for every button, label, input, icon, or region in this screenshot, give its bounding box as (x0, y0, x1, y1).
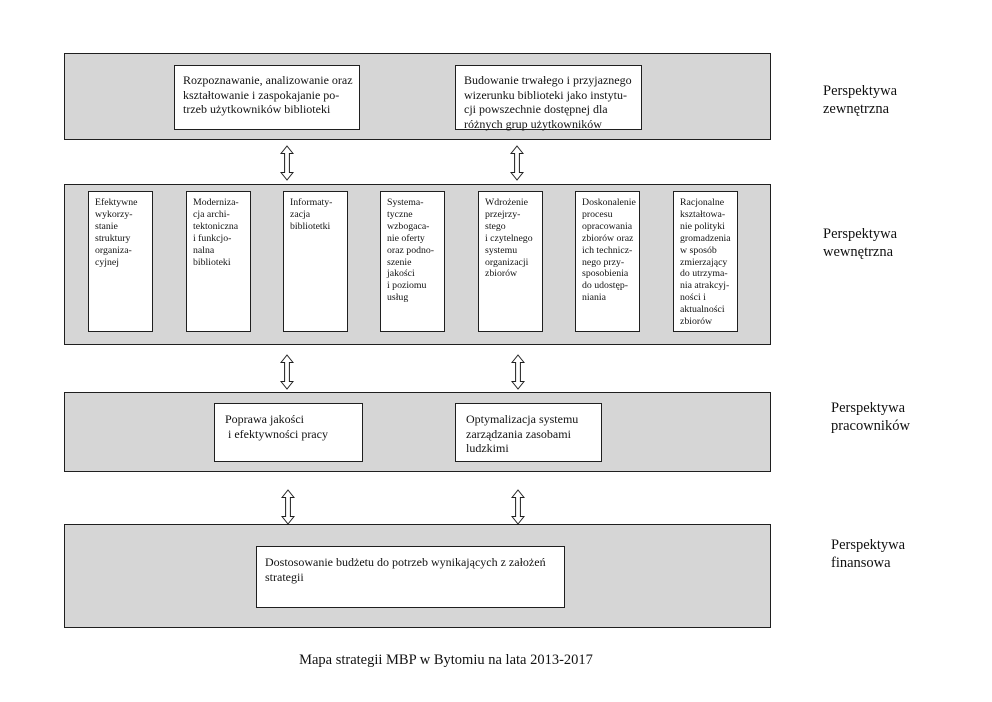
objective-box-internal-2: Moderniza- cja archi- tektoniczna i funk… (186, 191, 251, 332)
double-arrow-icon (281, 489, 295, 525)
perspective-label-finansowa: Perspektywa finansowa (831, 537, 906, 571)
band-perspektywa-zewnetrzna (64, 53, 771, 140)
objective-box-external-1: Rozpoznawanie, analizowanie oraz kształt… (174, 65, 360, 130)
objective-box-internal-5: Wdrożenie przejrzy- stego i czytelnego s… (478, 191, 543, 332)
perspective-label-pracownikow: Perspektywa pracowników (831, 400, 910, 434)
objective-box-financial-1: Dostosowanie budżetu do potrzeb wynikają… (256, 546, 565, 608)
objective-box-internal-3: Informaty- zacja bibliotetki (283, 191, 348, 332)
diagram-caption: Mapa strategii MBP w Bytomiu na lata 201… (299, 652, 593, 668)
perspective-label-zewnetrzna: Perspektywa zewnętrzna (823, 83, 898, 117)
objective-box-employees-2: Optymalizacja systemu zarządzania zasoba… (455, 403, 602, 462)
objective-box-employees-1: Poprawa jakości i efektywności pracy (214, 403, 363, 462)
objective-box-external-2: Budowanie trwałego i przyjaznego wizerun… (455, 65, 642, 131)
double-arrow-icon (280, 354, 294, 390)
double-arrow-icon (280, 145, 294, 181)
double-arrow-icon (511, 354, 525, 390)
objective-box-internal-4: Systema- tyczne wzbogaca- nie oferty ora… (380, 191, 445, 332)
objective-box-internal-6: Doskonalenie procesu opracowania zbiorów… (575, 191, 640, 332)
objective-box-internal-1: Efektywne wykorzy- stanie struktury orga… (88, 191, 153, 332)
double-arrow-icon (511, 489, 525, 525)
double-arrow-icon (510, 145, 524, 181)
band-perspektywa-pracownikow (64, 392, 771, 472)
perspective-label-wewnetrzna: Perspektywa wewnętrzna (823, 226, 898, 260)
objective-box-internal-7: Racjonalne kształtowa- nie polityki grom… (673, 191, 738, 332)
